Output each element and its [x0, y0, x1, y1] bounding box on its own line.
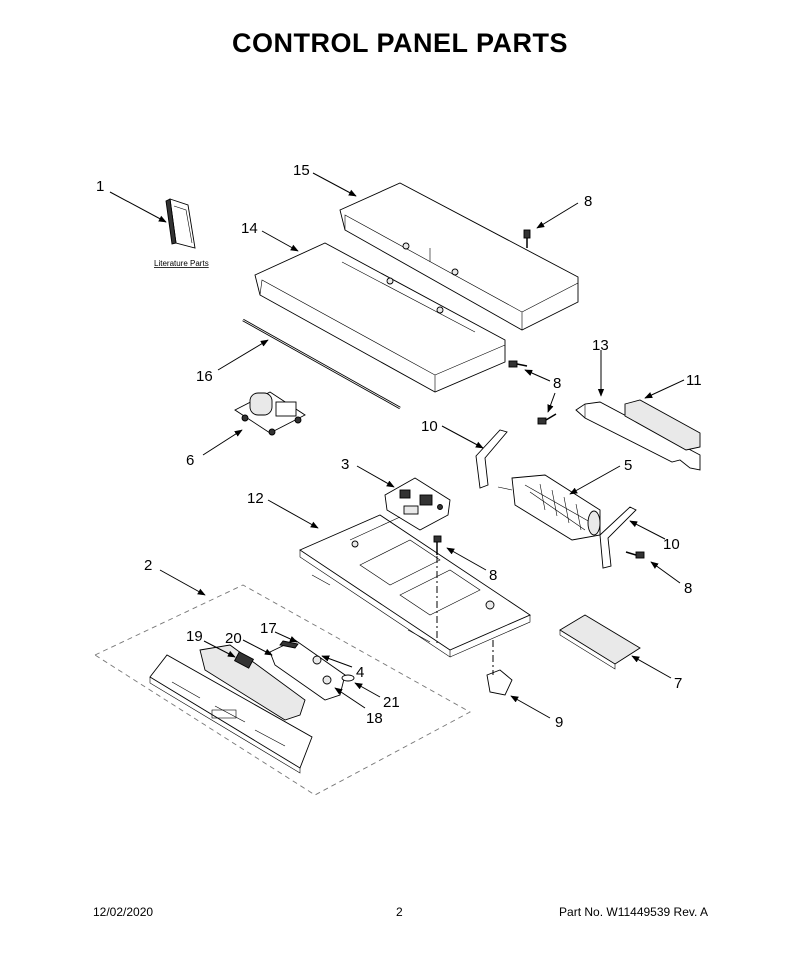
callout-6: 6 — [186, 452, 194, 469]
hinge-bracket-left — [475, 429, 508, 489]
footer-part-number: Part No. W11449539 Rev. A — [559, 905, 708, 919]
leader-lines — [109, 172, 685, 719]
base-panel — [299, 514, 531, 658]
callout-16: 16 — [196, 368, 213, 385]
hinge-bracket-right — [599, 506, 637, 569]
callout-15: 15 — [293, 162, 310, 179]
callout-8: 8 — [584, 193, 592, 210]
callout-2: 2 — [144, 557, 152, 574]
control-panel-faceplate — [149, 654, 313, 774]
top-cover — [339, 182, 579, 331]
callout-5: 5 — [624, 457, 632, 474]
small-access-panel — [559, 614, 641, 670]
callout-17: 17 — [260, 620, 277, 637]
page-title: CONTROL PANEL PARTS — [231, 28, 569, 58]
exploded-parts-diagram: Literature Parts — [94, 162, 702, 796]
screw — [523, 229, 531, 248]
callout-9: 9 — [555, 714, 563, 731]
footer-date: 12/02/2020 — [93, 905, 154, 919]
user-interface-board — [199, 644, 306, 721]
inner-panel — [254, 242, 506, 393]
callout-1: 1 — [96, 178, 104, 195]
cooling-fan — [497, 474, 601, 541]
screw — [625, 551, 645, 559]
callout-8: 8 — [684, 580, 692, 597]
screw — [537, 413, 557, 425]
literature-parts-label: Literature Parts — [154, 259, 209, 268]
screw — [433, 535, 442, 555]
control-board — [384, 477, 451, 531]
callout-19: 19 — [186, 628, 203, 645]
literature-booklet — [165, 198, 196, 249]
callout-3: 3 — [341, 456, 349, 473]
wire-clip — [279, 640, 299, 649]
bracket — [575, 401, 701, 471]
callout-4: 4 — [356, 664, 364, 681]
console-assembly-outline — [94, 584, 471, 796]
callout-14: 14 — [241, 220, 258, 237]
callout-8: 8 — [553, 375, 561, 392]
transformer-board — [234, 391, 306, 436]
callout-8: 8 — [489, 567, 497, 584]
callout-10: 10 — [421, 418, 438, 435]
callout-10: 10 — [663, 536, 680, 553]
spring-clip — [341, 674, 355, 682]
callout-21: 21 — [383, 694, 400, 711]
callout-20: 20 — [225, 630, 242, 647]
callout-11: 11 — [686, 372, 702, 389]
callout-18: 18 — [366, 710, 383, 727]
footer-page-number: 2 — [396, 905, 403, 919]
callout-12: 12 — [247, 490, 264, 507]
screw — [508, 360, 528, 368]
page-footer: 12/02/2020 2 Part No. W11449539 Rev. A — [0, 905, 800, 925]
callout-13: 13 — [592, 337, 609, 354]
gasket-bar — [624, 399, 701, 451]
mounting-clip — [486, 669, 513, 696]
callout-7: 7 — [674, 675, 682, 692]
